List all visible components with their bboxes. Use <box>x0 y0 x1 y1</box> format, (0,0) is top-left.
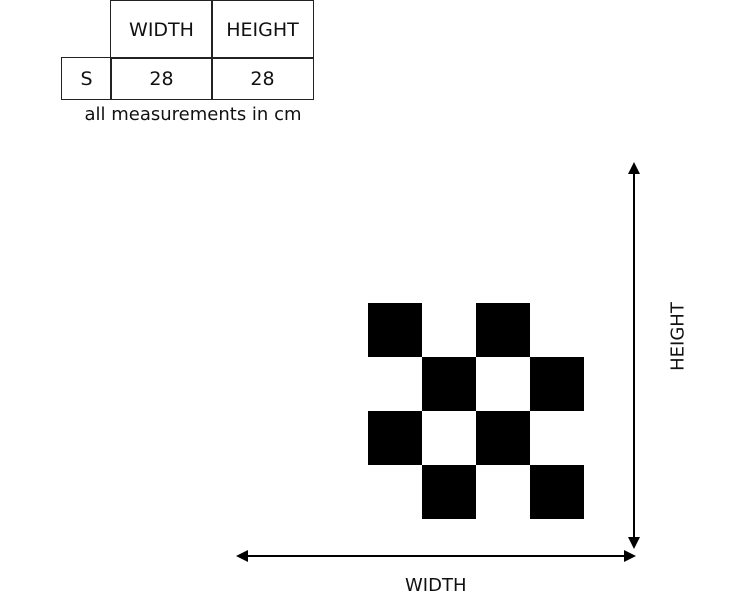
row-size: S <box>61 57 112 100</box>
width-label: WIDTH <box>405 575 467 596</box>
row-height-value: 28 <box>211 57 314 100</box>
width-arrow <box>236 550 636 562</box>
header-height: HEIGHT <box>211 0 314 59</box>
square <box>368 411 422 465</box>
square <box>476 411 530 465</box>
height-arrow <box>628 162 640 549</box>
square <box>476 303 530 357</box>
height-label: HEIGHT <box>667 302 689 371</box>
header-width: WIDTH <box>110 0 213 59</box>
square <box>530 465 584 519</box>
square <box>422 357 476 411</box>
row-width-value: 28 <box>110 57 213 100</box>
square <box>530 357 584 411</box>
measurement-note: all measurements in cm <box>84 104 302 125</box>
square <box>422 465 476 519</box>
square <box>368 303 422 357</box>
